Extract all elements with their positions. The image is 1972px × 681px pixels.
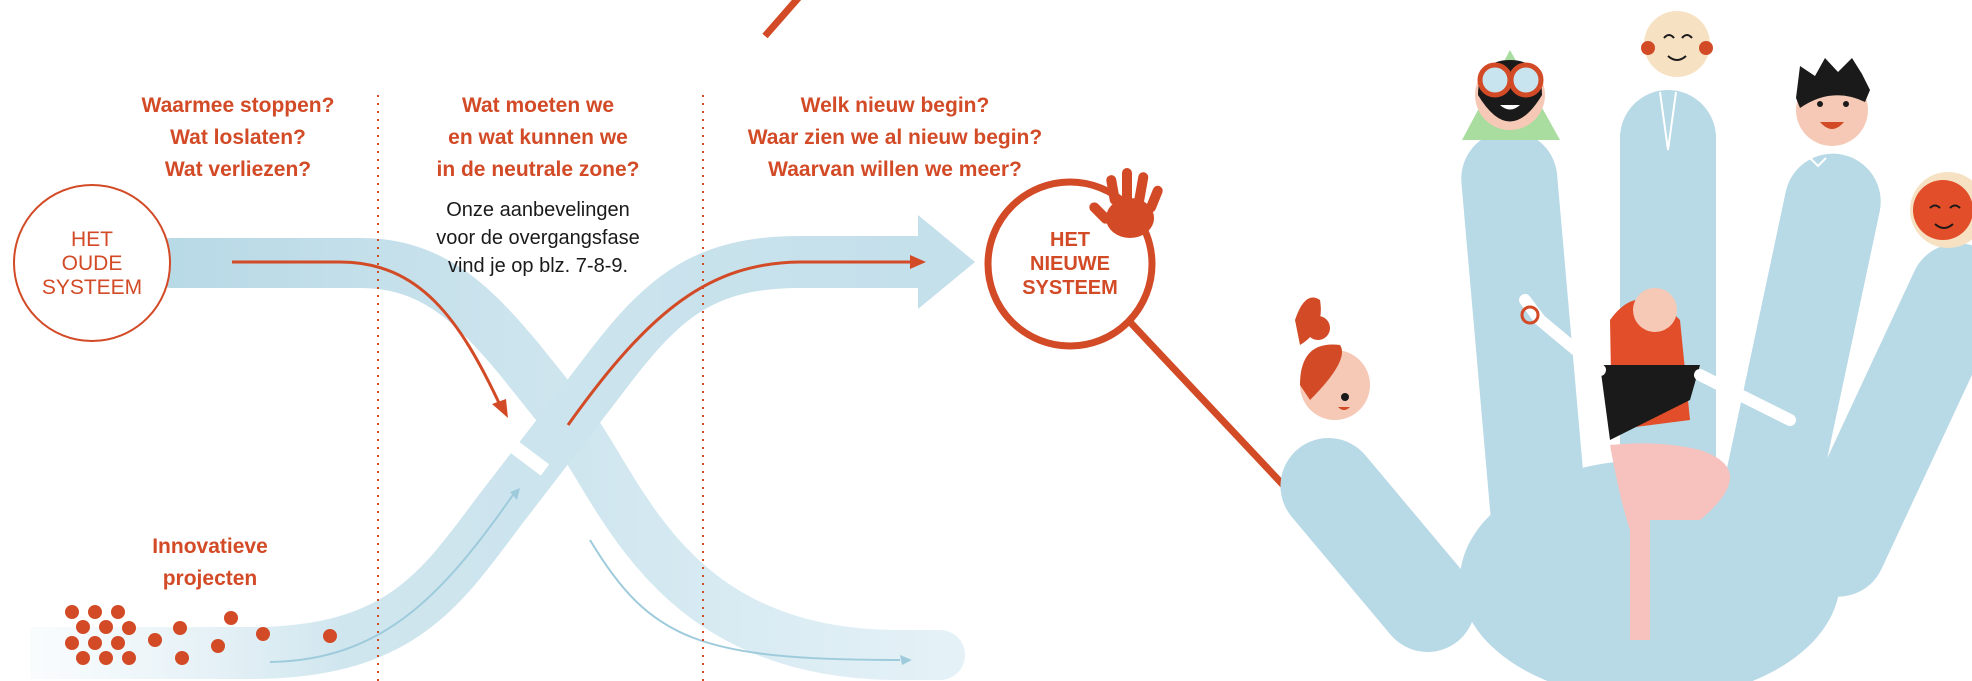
innovation-line-1: Innovatieve (120, 531, 300, 563)
ending-question-2: Wat loslaten? (128, 122, 348, 154)
ending-question-1: Waarmee stoppen? (128, 90, 348, 122)
beginning-question-3: Waarvan willen we meer? (730, 154, 1060, 186)
new-system-line-3: SYSTEEM (1000, 276, 1140, 300)
new-system-line-2: NIEUWE (1000, 252, 1140, 276)
avatar-bald (1641, 11, 1713, 77)
avatar-redhead-right (1910, 172, 1972, 248)
old-system-line-2: OUDE (22, 252, 162, 276)
neutral-questions: Wat moeten we en wat kunnen we in de neu… (418, 90, 658, 186)
hand-illustration (1261, 11, 1972, 681)
old-system-label: HET OUDE SYSTEEM (22, 228, 162, 300)
old-system-line-1: HET (22, 228, 162, 252)
neutral-note-line-3: vind je op blz. 7-8-9. (413, 252, 663, 280)
neutral-note-line-2: voor de overgangsfase (413, 224, 663, 252)
innovation-line-2: projecten (120, 563, 300, 595)
ending-question-3: Wat verliezen? (128, 154, 348, 186)
decorative-line-top (765, 0, 800, 36)
ending-questions: Waarmee stoppen? Wat loslaten? Wat verli… (128, 90, 348, 186)
new-system-line-1: HET (1000, 228, 1140, 252)
neutral-question-2: en wat kunnen we (418, 122, 658, 154)
neutral-note: Onze aanbevelingen voor de overgangsfase… (413, 196, 663, 280)
beginning-question-1: Welk nieuw begin? (730, 90, 1060, 122)
innovation-label: Innovatieve projecten (120, 531, 300, 595)
neutral-question-1: Wat moeten we (418, 90, 658, 122)
avatar-black-hair (1796, 58, 1870, 146)
new-system-arrowhead (918, 215, 975, 309)
avatar-redhead-left (1295, 298, 1370, 421)
beginning-question-2: Waar zien we al nieuw begin? (730, 122, 1060, 154)
avatar-glasses (1462, 50, 1560, 140)
old-system-line-3: SYSTEEM (22, 276, 162, 300)
beginning-questions: Welk nieuw begin? Waar zien we al nieuw … (730, 90, 1060, 186)
neutral-note-line-1: Onze aanbevelingen (413, 196, 663, 224)
new-system-label: HET NIEUWE SYSTEEM (1000, 228, 1140, 300)
neutral-question-3: in de neutrale zone? (418, 154, 658, 186)
